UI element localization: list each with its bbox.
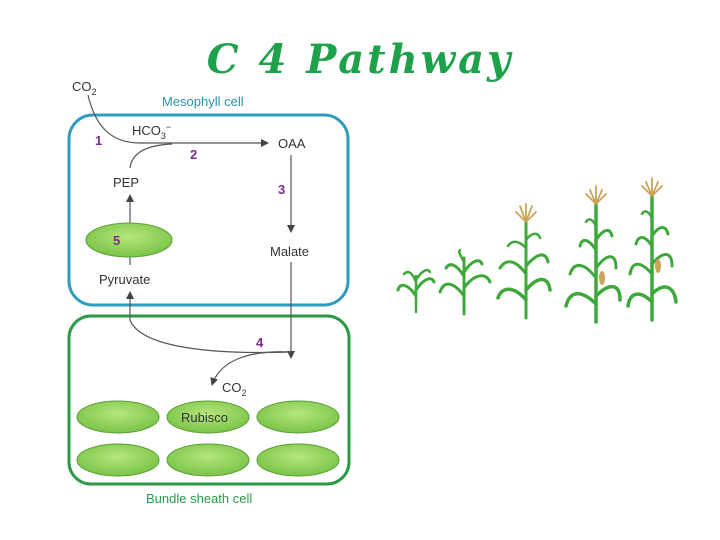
pep-to-oaa-arrow xyxy=(129,143,173,169)
co2-input-label: CO2 xyxy=(72,79,97,97)
bundle-chloroplast xyxy=(256,400,340,434)
bundle-chloroplast xyxy=(166,443,250,477)
bundle-chloroplast xyxy=(76,443,160,477)
oaa-label: OAA xyxy=(278,136,306,151)
bundle-sheath-cell xyxy=(67,314,351,486)
mesophyll-chloroplast xyxy=(85,222,173,258)
bundle-sheath-cell-label: Bundle sheath cell xyxy=(146,491,252,506)
pyruvate-return-arrow xyxy=(126,291,292,354)
maize-plant-stage-5 xyxy=(626,177,678,322)
co2-to-oaa-arrow xyxy=(87,94,269,147)
maize-plant-stage-4 xyxy=(564,185,622,324)
step-3-label: 3 xyxy=(278,182,285,197)
mesophyll-cell-label: Mesophyll cell xyxy=(162,94,244,109)
rubisco-label: Rubisco xyxy=(181,410,228,425)
bundle-chloroplast xyxy=(76,400,160,434)
maize-plant-stage-3 xyxy=(496,203,552,320)
malate-label: Malate xyxy=(270,244,309,259)
step-4-label: 4 xyxy=(256,335,264,350)
pyruvate-label: Pyruvate xyxy=(99,272,150,287)
step-2-label: 2 xyxy=(190,147,197,162)
step-5-label: 5 xyxy=(113,233,120,248)
maize-plant-stage-2 xyxy=(438,248,492,316)
bicarbonate-label: HCO3− xyxy=(132,122,171,141)
maize-plant-stage-1 xyxy=(396,268,436,314)
pep-label: PEP xyxy=(113,175,139,190)
page-title: C 4 Pathway xyxy=(206,36,514,83)
maize-growth-stages-illustration xyxy=(396,177,678,324)
co2-bundle-label: CO2 xyxy=(222,380,247,398)
bundle-chloroplast-rubisco xyxy=(166,400,250,434)
mesophyll-cell xyxy=(67,113,350,307)
step-1-label: 1 xyxy=(95,133,102,148)
bundle-chloroplast xyxy=(256,443,340,477)
